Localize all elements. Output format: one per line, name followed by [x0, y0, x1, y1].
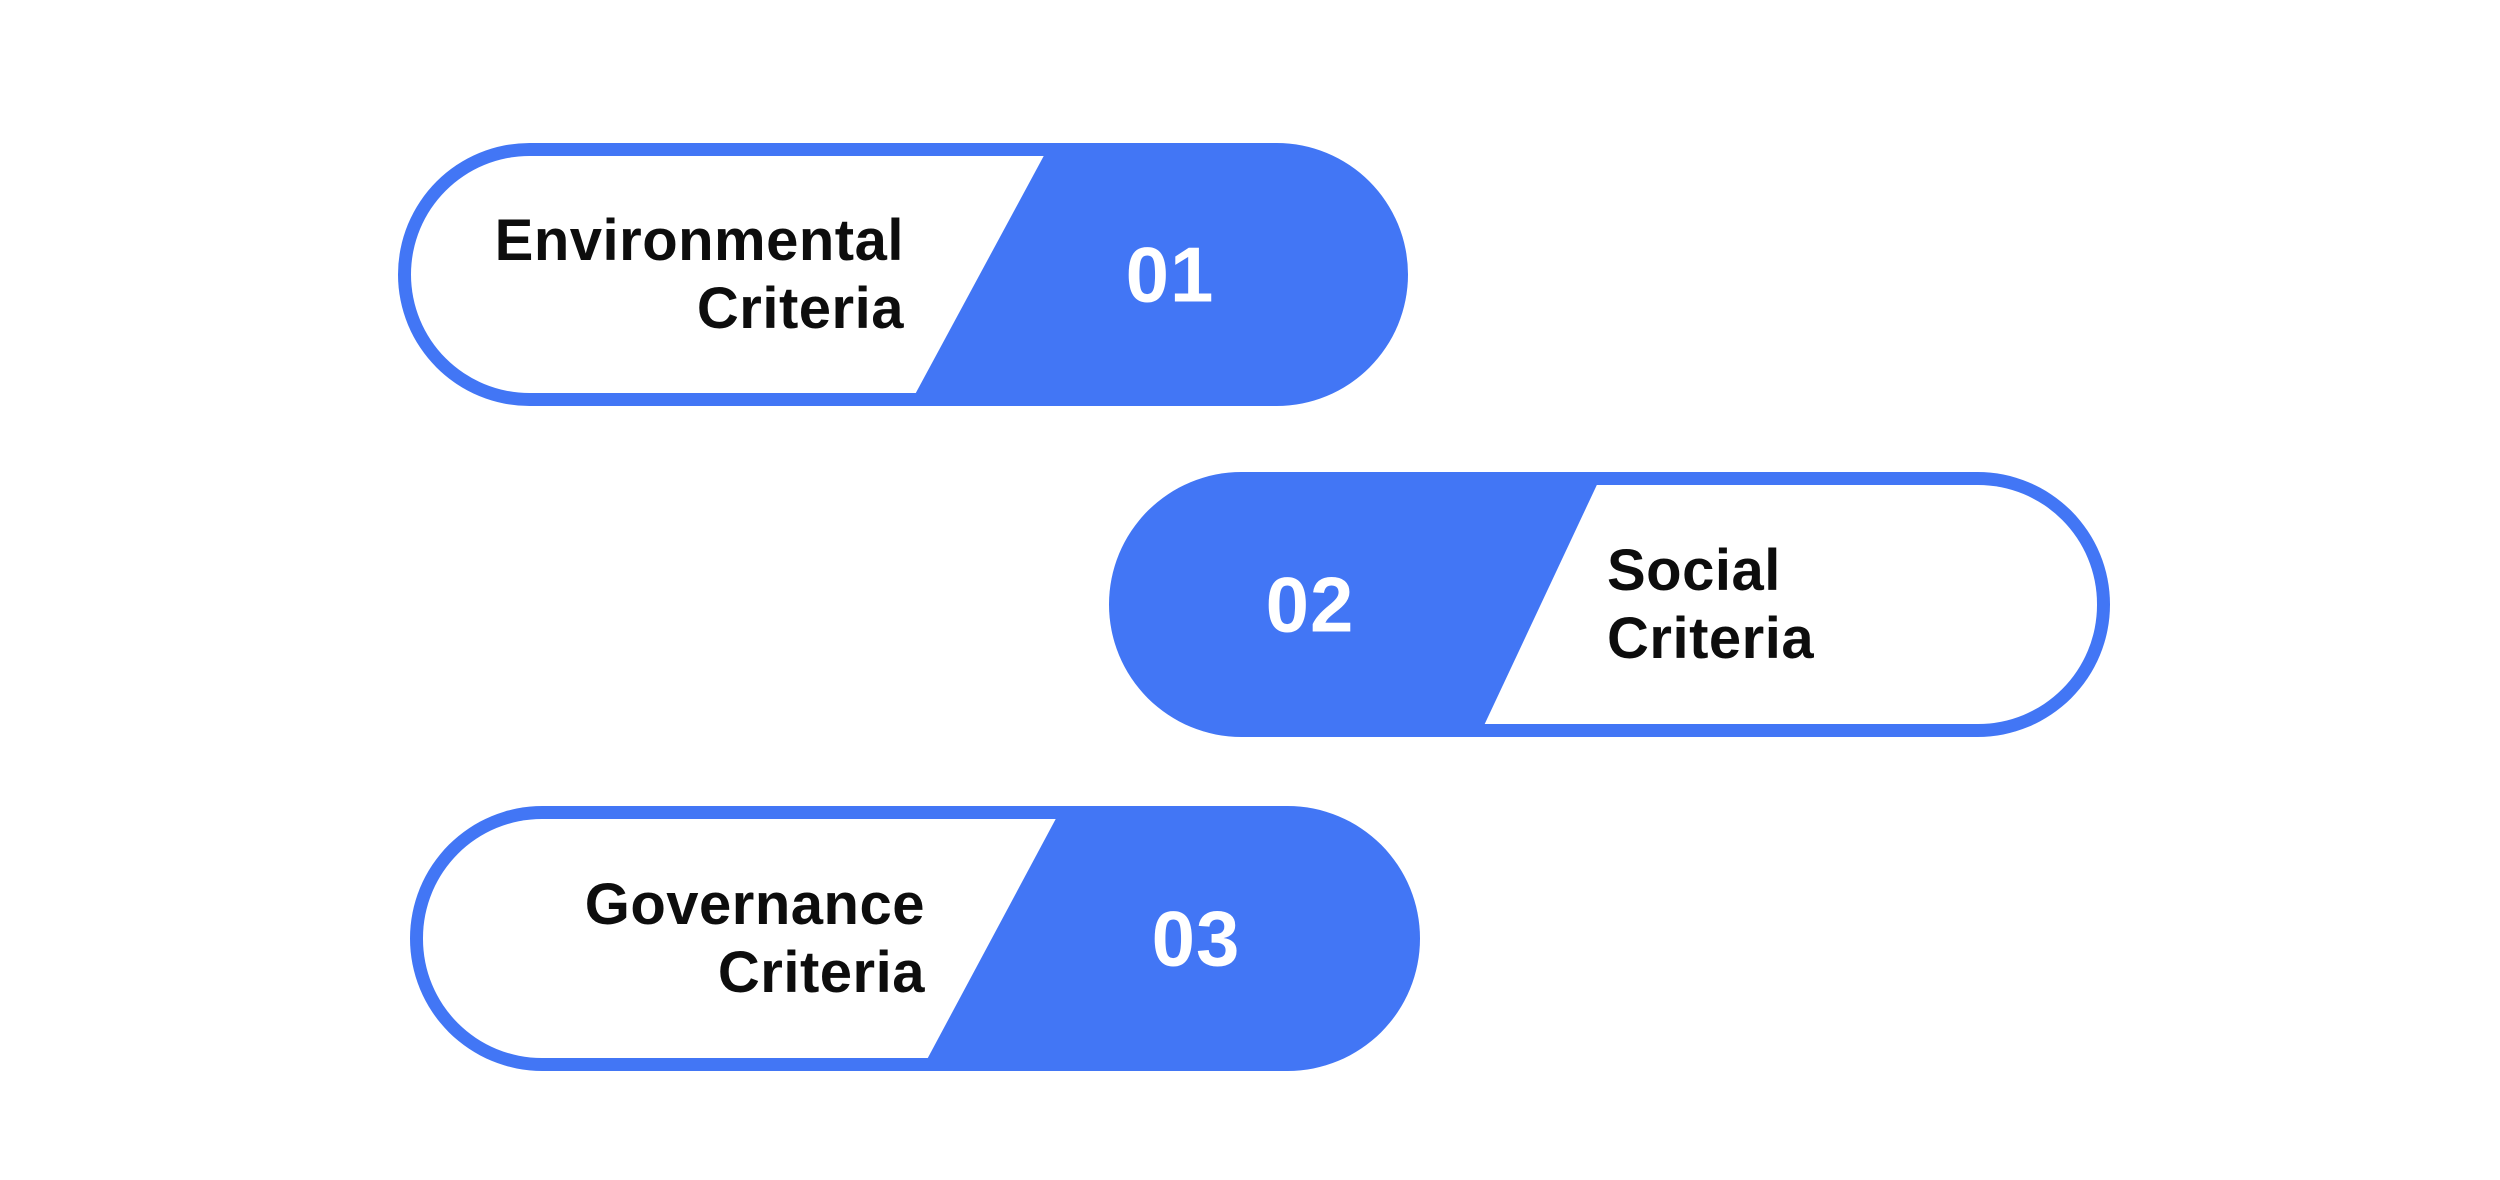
pill-label-line2: Criteria — [717, 939, 925, 1005]
pill-number: 03 — [1151, 894, 1241, 982]
pill-label: Governance Criteria — [423, 871, 925, 1007]
pill-governance-criteria: Governance Criteria 03 — [410, 806, 1420, 1071]
pill-number: 01 — [1125, 230, 1215, 318]
pill-number: 02 — [1265, 560, 1355, 648]
white-panel-shape — [1484, 485, 2097, 724]
pill-label: Social Criteria — [1607, 537, 2037, 673]
pill-environmental-criteria: Environmental Criteria 01 — [398, 143, 1408, 406]
pill-label-line1: Environmental — [494, 207, 904, 273]
pill-label-line2: Criteria — [696, 275, 904, 341]
pill-label-line1: Governance — [584, 871, 925, 937]
pill-social-criteria: Social Criteria 02 — [1109, 472, 2110, 737]
pill-label-line2: Criteria — [1607, 605, 1815, 671]
pill-label-line1: Social — [1607, 537, 1781, 603]
pill-label: Environmental Criteria — [411, 207, 904, 343]
